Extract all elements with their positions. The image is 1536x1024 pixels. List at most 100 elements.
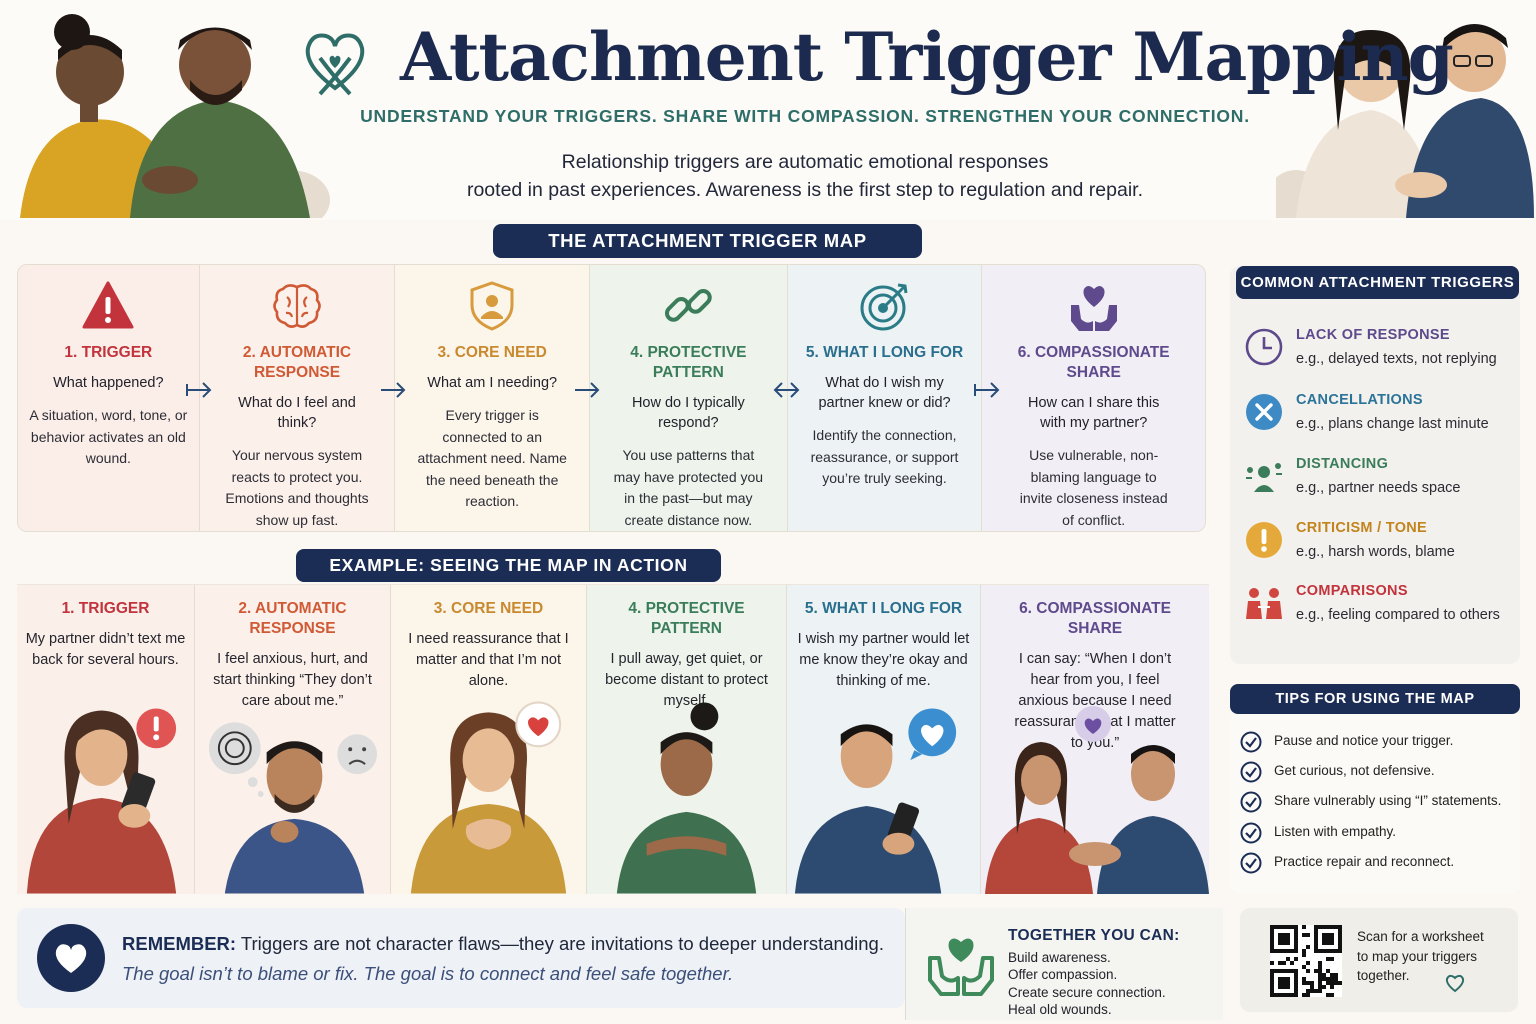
man-holding-phone-illustration <box>794 708 957 894</box>
exclamation-icon <box>1246 522 1282 558</box>
intro-text: Relationship triggers are automatic emot… <box>380 148 1230 204</box>
common-triggers-heading: COMMON ATTACHMENT TRIGGERS <box>1236 266 1519 299</box>
intro-line-1: Relationship triggers are automatic emot… <box>561 151 1049 173</box>
map-title: 6. COMPASSIONATE SHARE <box>1017 344 1170 381</box>
trigger-example: e.g., delayed texts, not replying <box>1296 351 1497 367</box>
tip-item: Practice repair and reconnect. <box>1240 852 1520 876</box>
arrow-icon <box>773 382 800 398</box>
remember-text: Triggers are not character flaws—they ar… <box>240 933 884 954</box>
qr-text: Scan for a worksheet to map your trigger… <box>1357 927 1517 986</box>
map-column-compassionate-share: 6. COMPASSIONATE SHARE How can I share t… <box>982 265 1205 531</box>
tip-item: Get curious, not defensive. <box>1240 761 1520 785</box>
arrow-icon <box>974 382 1000 398</box>
example-column-compassionate-share: 6. COMPASSIONATE SHARE I can say: “When … <box>981 585 1209 894</box>
together-item: Build awareness. <box>1008 950 1111 965</box>
page-subtitle: UNDERSTAND YOUR TRIGGERS. SHARE WITH COM… <box>360 106 1250 126</box>
trigger-map-row: 1. TRIGGER What happened? A situation, w… <box>17 264 1206 532</box>
qr-text-line: to map your triggers <box>1357 948 1478 964</box>
trigger-title: CANCELLATIONS <box>1296 392 1423 408</box>
example-description: I pull away, get quiet, or become distan… <box>605 651 768 709</box>
woman-looking-at-phone-illustration <box>26 708 177 894</box>
tip-text: Share vulnerably using “I” statements. <box>1274 793 1502 808</box>
example-description: I can say: “When I don’t hear from you, … <box>1014 651 1176 751</box>
trigger-example: e.g., harsh words, blame <box>1296 544 1455 560</box>
map-title: 4. PROTECTIVE PATTERN <box>630 344 747 381</box>
warning-icon <box>82 281 134 329</box>
map-description: Use vulnerable, non-blaming language to … <box>1019 447 1168 528</box>
tip-text: Get curious, not defensive. <box>1274 763 1435 778</box>
trigger-item-comparisons: COMPARISONS e.g., feeling compared to ot… <box>1244 583 1514 647</box>
map-question: How do I typically respond? <box>631 395 745 431</box>
trigger-title: LACK OF RESPONSE <box>1296 327 1450 343</box>
example-column-automatic-response: 2. AUTOMATIC RESPONSE I feel anxious, hu… <box>195 585 391 894</box>
qr-code-icon[interactable] <box>1270 925 1342 997</box>
trigger-example: e.g., plans change last minute <box>1296 416 1489 432</box>
example-column-long-for: 5. WHAT I LONG FOR I wish my partner wou… <box>787 585 981 894</box>
example-title: 5. WHAT I LONG FOR <box>804 600 963 617</box>
people-distance-icon <box>1246 463 1282 492</box>
tips-heading: TIPS FOR USING THE MAP <box>1230 684 1520 714</box>
qr-text-line: Scan for a worksheet <box>1357 929 1484 944</box>
tip-item: Pause and notice your trigger. <box>1240 731 1520 755</box>
trigger-item-criticism-tone: CRITICISM / TONE e.g., harsh words, blam… <box>1244 520 1514 570</box>
woman-hands-on-chest-illustration <box>410 701 567 894</box>
example-column-protective-pattern: 4. PROTECTIVE PATTERN I pull away, get q… <box>587 585 787 894</box>
tip-text: Practice repair and reconnect. <box>1274 854 1455 869</box>
arrow-icon <box>381 382 406 398</box>
example-title: 4. PROTECTIVE PATTERN <box>628 600 745 637</box>
map-title: 5. WHAT I LONG FOR <box>805 344 964 361</box>
couple-holding-hands-illustration <box>985 706 1209 894</box>
page-title: Attachment Trigger Mapping <box>400 18 1454 96</box>
map-title: 1. TRIGGER <box>64 344 153 361</box>
trigger-item-cancellations: CANCELLATIONS e.g., plans change last mi… <box>1244 392 1514 442</box>
tip-text: Listen with empathy. <box>1274 824 1397 839</box>
example-title: 6. COMPASSIONATE SHARE <box>1019 600 1171 637</box>
map-description: Your nervous system reacts to protect yo… <box>225 447 369 528</box>
tip-text: Pause and notice your trigger. <box>1274 733 1454 748</box>
check-circle-icon <box>1240 761 1262 783</box>
trigger-title: DISTANCING <box>1296 456 1389 472</box>
hands-heart-icon <box>928 938 994 996</box>
example-column-trigger: 1. TRIGGER My partner didn’t text me bac… <box>17 585 195 894</box>
remember-line-2: The goal isn’t to blame or fix. The goal… <box>122 963 734 984</box>
together-item: Offer compassion. <box>1008 967 1118 983</box>
map-question: What am I needing? <box>427 375 558 391</box>
map-question: What happened? <box>53 375 164 391</box>
map-description: Identify the connection, reassurance, or… <box>810 427 959 486</box>
example-title: 1. TRIGGER <box>61 600 150 617</box>
check-circle-icon <box>1240 791 1262 813</box>
together-item: Create secure connection. <box>1008 984 1166 1000</box>
heart-ribbon-logo-icon <box>305 33 365 96</box>
example-description: I wish my partner would let me know they… <box>797 631 970 689</box>
trigger-title: CRITICISM / TONE <box>1296 520 1428 536</box>
trigger-title: COMPARISONS <box>1296 583 1408 599</box>
example-title: 3. CORE NEED <box>433 600 544 617</box>
heart-badge-icon <box>37 924 105 992</box>
arrow-icon <box>575 382 600 398</box>
check-circle-icon <box>1240 731 1262 753</box>
check-circle-icon <box>1240 822 1262 844</box>
tips-card <box>1230 712 1520 894</box>
map-column-protective-pattern: 4. PROTECTIVE PATTERN How do I typically… <box>590 265 788 531</box>
map-description: Every trigger is connected to an attachm… <box>417 407 567 509</box>
anxious-man-thinking-illustration <box>208 722 378 894</box>
remember-line-1: REMEMBER: Triggers are not character fla… <box>122 933 902 955</box>
shield-person-icon <box>470 281 514 331</box>
map-title: 2. AUTOMATIC RESPONSE <box>242 344 352 381</box>
trigger-item-lack-of-response: LACK OF RESPONSE e.g., delayed texts, no… <box>1244 327 1514 377</box>
map-column-long-for: 5. WHAT I LONG FOR What do I wish my par… <box>787 265 983 531</box>
map-column-automatic-response: 2. AUTOMATIC RESPONSE What do I feel and… <box>199 265 396 531</box>
couple-illustration-right <box>1276 10 1534 218</box>
map-description: You use patterns that may have protected… <box>613 447 764 528</box>
brain-icon <box>273 284 321 328</box>
example-description: My partner didn’t text me back for sever… <box>25 631 186 668</box>
header: Attachment Trigger Mapping UNDERSTAND YO… <box>0 0 1536 220</box>
together-title: TOGETHER YOU CAN: <box>1008 927 1180 944</box>
chain-link-icon <box>665 288 713 322</box>
map-title: 3. CORE NEED <box>437 344 547 361</box>
couple-illustration-left <box>10 10 330 218</box>
map-question: How can I share this with my partner? <box>1028 395 1160 431</box>
example-description: I feel anxious, hurt, and start thinking… <box>213 651 372 709</box>
map-description: A situation, word, tone, or behavior act… <box>29 407 188 466</box>
example-description: I need reassurance that I matter and tha… <box>408 631 569 689</box>
